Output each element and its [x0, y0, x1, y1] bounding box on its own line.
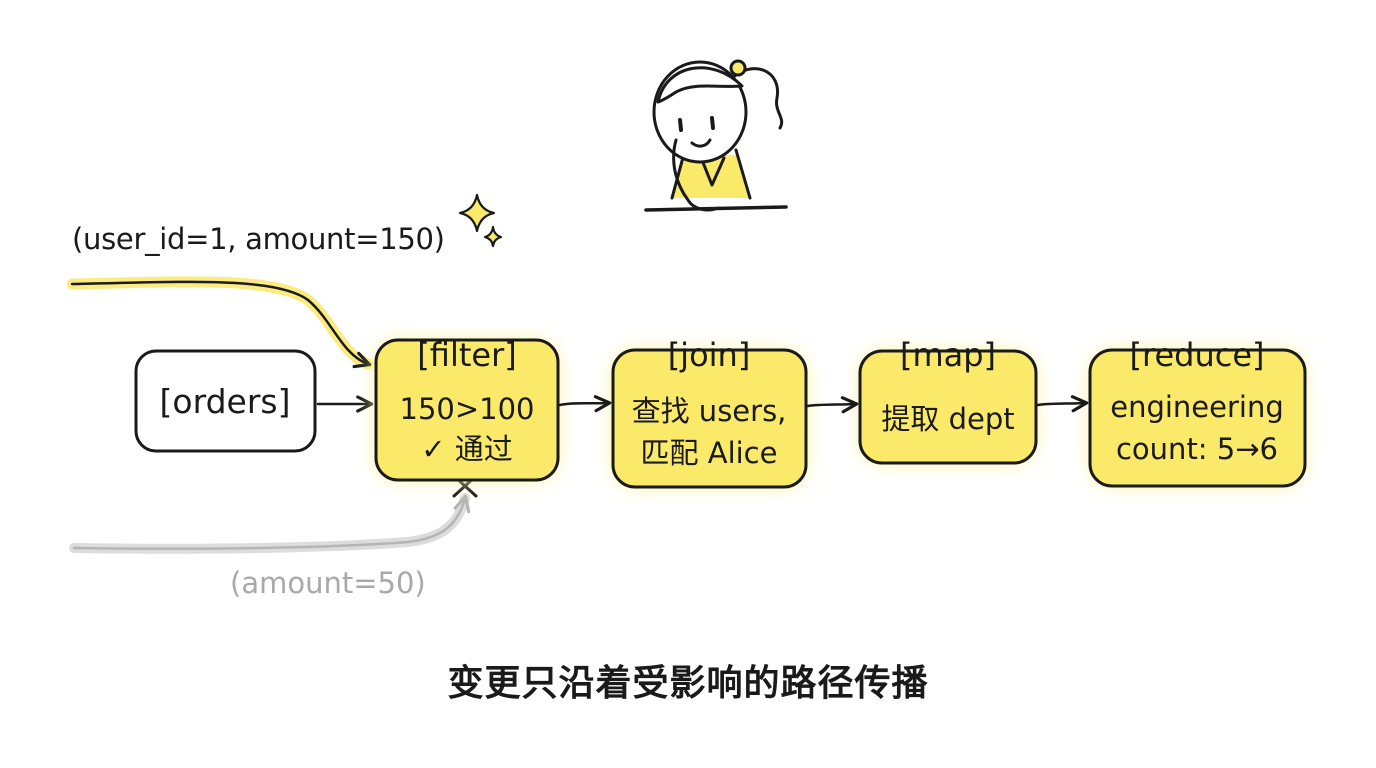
map-line1: 提取 dept	[881, 402, 1015, 436]
filter-node	[374, 338, 560, 482]
join-line1: 查找 users,	[631, 394, 787, 428]
map-node	[858, 349, 1038, 465]
input-path	[66, 276, 374, 370]
map-to-reduce-arrow	[1036, 395, 1089, 413]
girl-illustration	[644, 59, 788, 212]
input-record-label: (user_id=1, amount=150)	[72, 222, 445, 256]
reduce-line2: count: 5→6	[1115, 432, 1279, 466]
reduce-title: [reduce]	[1129, 336, 1265, 374]
dropped-record-label: (amount=50)	[230, 566, 426, 600]
join-node	[611, 348, 808, 489]
sparkle-icon	[458, 193, 503, 248]
orders-label: [orders]	[159, 382, 291, 421]
filter-line2: ✓ 通过	[421, 432, 513, 466]
join-to-map-arrow	[806, 396, 859, 414]
filter-title: [filter]	[417, 336, 517, 374]
filter-to-join-arrow	[558, 395, 612, 413]
caption: 变更只沿着受影响的路径传播	[447, 663, 929, 704]
dropped-path	[69, 493, 471, 554]
reduce-line1: engineering	[1110, 390, 1284, 424]
join-title: [join]	[667, 336, 751, 374]
filter-line1: 150>100	[399, 392, 535, 426]
reduce-node	[1088, 348, 1307, 488]
map-title: [map]	[899, 336, 997, 374]
join-line2: 匹配 Alice	[640, 436, 778, 470]
orders-box	[134, 349, 317, 453]
